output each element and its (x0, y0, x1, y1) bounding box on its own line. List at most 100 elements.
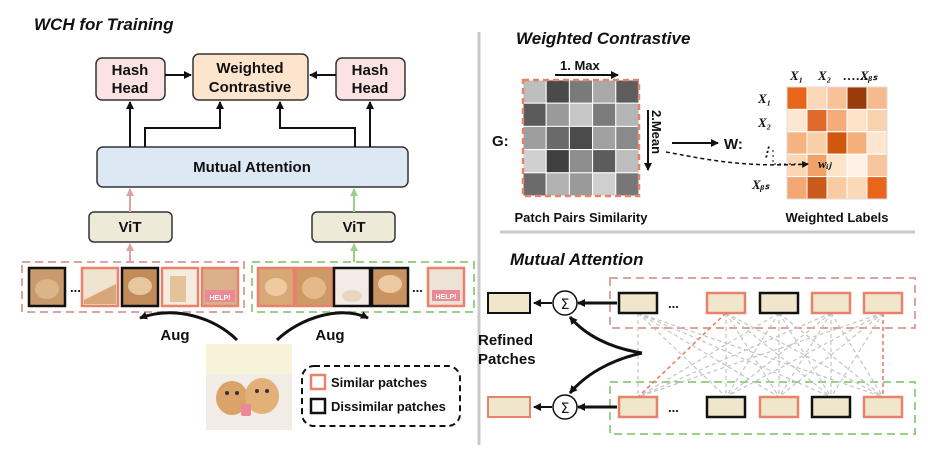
w-matrix-cell (866, 108, 888, 133)
attention-link (637, 312, 884, 398)
ellipsis-right: ... (412, 280, 423, 295)
hash-head-right: Hash Head (335, 57, 406, 101)
w-matrix-cell (866, 176, 888, 200)
attention-link (725, 312, 884, 398)
w-matrix-cell (866, 86, 888, 110)
w-matrix-cell (846, 86, 868, 110)
svg-text:HELP!: HELP! (210, 295, 231, 302)
attention-link (830, 312, 884, 398)
hash-head-left: Hash Head (95, 57, 166, 101)
ma-top-row-frame (609, 277, 916, 329)
vit-left-box: ViT (88, 211, 173, 243)
g-matrix-cell (545, 149, 570, 174)
g-matrix-cell (522, 149, 547, 174)
g-matrix-cell (568, 149, 594, 174)
attention-link (725, 312, 884, 398)
patch-image (370, 266, 410, 308)
w-weighted-labels-matrix (786, 86, 888, 200)
aug-arrow-right (275, 311, 369, 342)
step2-label: 2.Mean (649, 110, 664, 154)
left-panel-title: WCH for Training (34, 15, 174, 34)
wij-row-guide (772, 150, 806, 165)
refined-label-line2: Patches (478, 351, 536, 368)
w-row-label: ⋮ (760, 144, 773, 159)
ma-bottom-patch (617, 395, 659, 419)
ma-panel-title: Mutual Attention (510, 250, 643, 269)
w-matrix-cell (826, 108, 848, 133)
w-matrix-cell (866, 153, 888, 178)
g-matrix-cell (592, 102, 617, 127)
refined-arrow-down (568, 351, 643, 394)
patch-row-left-frame (21, 261, 245, 313)
patch-row-left: ... HELP! (27, 266, 240, 308)
hash-head-left-line1: Hash (112, 62, 149, 79)
w-matrix-cell (806, 131, 828, 155)
g-matrix-cell (592, 172, 617, 197)
w-matrix-cell (826, 131, 848, 155)
w-matrix-cell (866, 131, 888, 155)
ma-top-patch (617, 291, 659, 315)
ma-top-patch (862, 291, 904, 315)
g-matrix-cell (568, 79, 594, 104)
legend: Similar patches Dissimilar patches (301, 365, 461, 427)
attention-link (637, 312, 832, 398)
patch-image (160, 266, 200, 308)
ma-bottom-patch (810, 395, 852, 419)
patch-row-right: ... HELP! (256, 266, 466, 308)
vit-left-label: ViT (118, 219, 141, 236)
g-matrix-cell (592, 125, 617, 151)
patch-image: HELP! (200, 266, 240, 308)
output-patch-bottom (487, 396, 531, 418)
attention-link (778, 312, 832, 398)
patch-image (27, 266, 67, 308)
ma-bottom-row-frame (609, 381, 916, 435)
attention-links (637, 312, 884, 398)
hash-head-right-line1: Hash (352, 62, 389, 79)
patch-image (256, 266, 296, 308)
step1-label: 1. Max (560, 58, 601, 73)
patch-image (80, 266, 120, 308)
ellipsis-left: ... (70, 280, 81, 295)
w-matrix-cell (826, 176, 848, 200)
source-kitten-image (206, 344, 292, 430)
attention-link (778, 312, 884, 398)
g-matrix-cell (615, 79, 640, 104)
w-matrix-cell (806, 108, 828, 133)
ma-bottom-patch (705, 395, 747, 419)
w-matrix-cell (786, 153, 808, 178)
mean-to-wij-dashed-arrow (665, 151, 809, 168)
g-matrix-cell (545, 125, 570, 151)
w-matrix-cell (786, 176, 808, 200)
attention-link (725, 312, 832, 398)
attention-link (725, 312, 832, 398)
attention-link (637, 312, 727, 398)
w-col-label: …… (843, 68, 869, 83)
ma-top-patch (810, 291, 852, 315)
ma-bottom-patch (862, 395, 904, 419)
g-matrix-cell (615, 172, 640, 197)
patch-caption: Patch Pairs Similarity (515, 210, 649, 225)
attention-link (637, 312, 727, 398)
w-row-label: X₁ (757, 91, 771, 106)
g-matrix-cell (568, 172, 594, 197)
w-matrix-cell (786, 86, 808, 110)
legend-dissimilar-label: Dissimilar patches (331, 399, 446, 414)
g-matrix-cell (568, 102, 594, 127)
w-matrix-frame (786, 86, 888, 200)
vit-right-label: ViT (342, 219, 365, 236)
refined-arrow-up (568, 316, 643, 355)
g-matrix-cell (615, 102, 640, 127)
weighted-contrastive-line1: Weighted (216, 60, 283, 77)
g-matrix-cell (522, 79, 547, 104)
w-ij-label: wᵢⱼ (818, 156, 833, 171)
w-col-label: X₂ (817, 68, 831, 83)
w-matrix-cell (846, 176, 868, 200)
g-matrix-cell (568, 125, 594, 151)
sum-symbol-bottom: Σ (561, 401, 570, 417)
hash-head-left-line2: Head (112, 80, 149, 97)
hash-head-right-line2: Head (352, 80, 389, 97)
g-label: G: (492, 133, 509, 150)
g-matrix-cell (545, 172, 570, 197)
w-row-label: Xᵦₛ (751, 177, 770, 192)
